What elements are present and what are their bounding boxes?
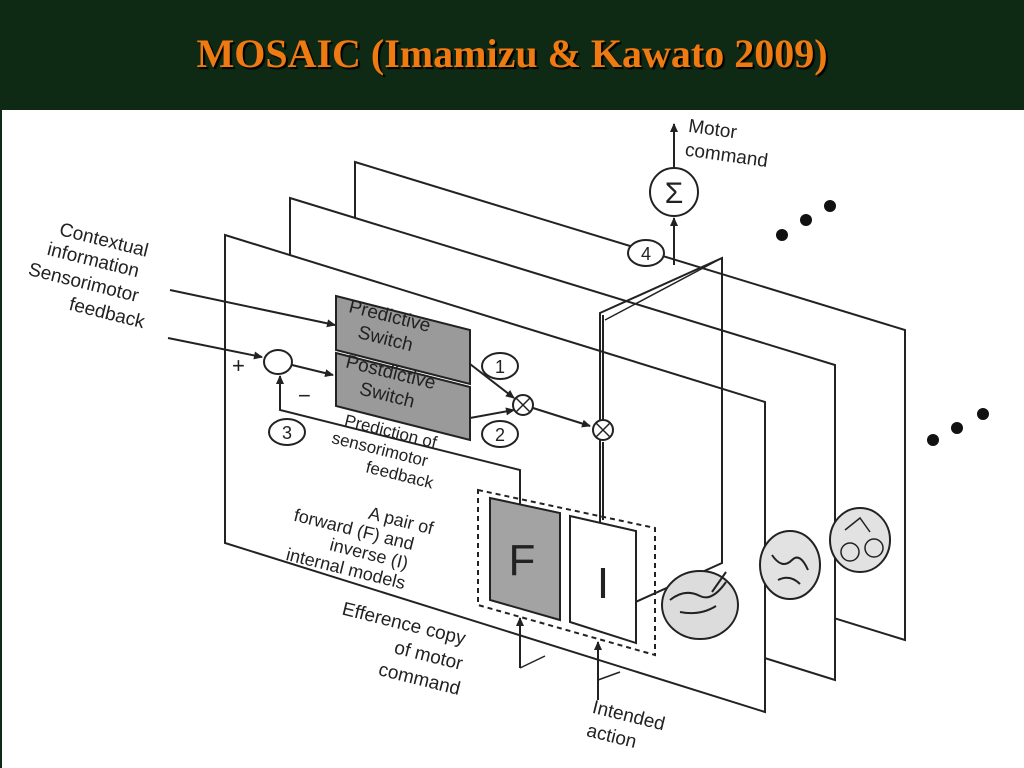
slide-header: MOSAIC (Imamizu & Kawato 2009)	[0, 0, 1024, 110]
minus-sign: −	[298, 383, 311, 408]
step-2-circle	[481, 420, 519, 448]
inverse-model-box	[569, 514, 637, 645]
svg-text:Motor: Motor	[687, 116, 739, 144]
multiplier-node-2	[592, 419, 614, 441]
model-plane	[599, 256, 723, 620]
predictive-switch-box	[335, 294, 471, 386]
context-illustration-back	[829, 507, 891, 573]
context-illustration-middle	[759, 530, 821, 600]
slide-title: MOSAIC (Imamizu & Kawato 2009)	[196, 31, 828, 76]
model-pair-box	[477, 488, 656, 657]
step-3-circle	[268, 418, 306, 446]
inverse-model-label: I	[597, 559, 609, 608]
comparator-node	[263, 349, 293, 375]
plus-sign: +	[232, 353, 245, 378]
forward-model-label: F	[509, 536, 536, 585]
step-4-number: 4	[641, 244, 651, 264]
step-3-number: 3	[282, 423, 292, 443]
step-4-circle	[627, 239, 665, 267]
svg-text:command: command	[684, 140, 770, 172]
sum-symbol: Σ	[665, 177, 684, 210]
forward-model-box	[489, 496, 561, 622]
postdictive-switch-box	[335, 351, 471, 442]
more-modules-top	[776, 200, 836, 241]
context-illustration-front	[661, 570, 739, 640]
step-2-number: 2	[495, 425, 505, 445]
intended-action-label: Intended action	[584, 697, 667, 753]
step-1-number: 1	[495, 357, 505, 377]
step-1-circle	[481, 352, 519, 380]
more-modules-right	[927, 408, 989, 446]
motor-command-label: Motor command	[684, 116, 770, 172]
multiplier-node-1	[512, 394, 534, 416]
